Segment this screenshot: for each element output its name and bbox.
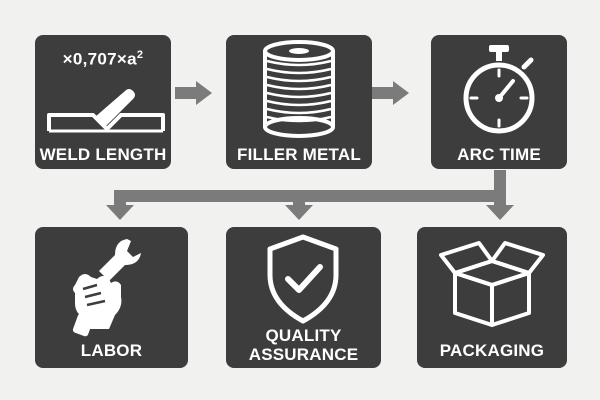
connector-drop-labor xyxy=(114,190,126,206)
wrench-hand-icon xyxy=(72,239,141,337)
arrow-head-weld-to-filler xyxy=(196,81,212,105)
packaging-label: PACKAGING xyxy=(439,341,545,360)
arc-time-label: ARC TIME xyxy=(457,145,541,164)
arrow-head-packaging xyxy=(486,205,514,220)
weld-bead-icon xyxy=(47,89,165,133)
weld-length-label: WELD LENGTH xyxy=(39,145,167,164)
connector-bus xyxy=(114,190,506,202)
connector-filler-to-arc xyxy=(372,87,394,99)
connector-drop-packaging xyxy=(494,190,506,206)
weld-length-tile: ×0,707×a2 WELD LENGTH xyxy=(35,35,171,169)
arrow-head-filler-to-arc xyxy=(393,81,409,105)
connector-weld-to-filler xyxy=(175,87,197,99)
labor-tile: LABOR xyxy=(35,227,188,368)
filler-metal-label: FILLER METAL xyxy=(237,145,361,164)
quality-assurance-tile: QUALITY ASSURANCE xyxy=(226,227,381,368)
wire-spool-icon xyxy=(263,40,335,138)
arrow-head-labor xyxy=(106,205,134,220)
labor-label: LABOR xyxy=(80,341,143,360)
stopwatch-icon xyxy=(463,45,535,134)
arrow-head-qa xyxy=(285,205,313,220)
filler-metal-tile: FILLER METAL xyxy=(226,35,372,169)
open-box-icon xyxy=(439,241,545,327)
arc-time-tile: ARC TIME xyxy=(431,35,567,169)
packaging-tile: PACKAGING xyxy=(417,227,567,368)
fillet-weld-formula: ×0,707×a2 xyxy=(35,49,171,70)
quality-assurance-label: QUALITY ASSURANCE xyxy=(248,326,359,364)
shield-check-icon xyxy=(267,234,339,324)
connector-drop-qa xyxy=(293,190,305,206)
formula-prefix: ×0,707×a xyxy=(62,49,137,69)
formula-exponent: 2 xyxy=(136,49,144,61)
